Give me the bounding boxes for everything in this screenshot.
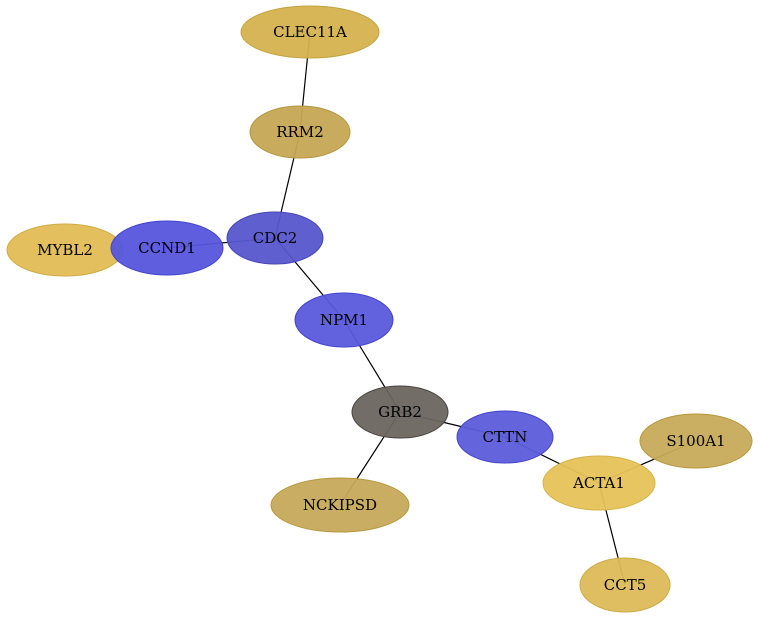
node-shape-cct5 — [579, 557, 671, 613]
node-label-npm1: NPM1 — [320, 311, 368, 329]
node-clec11a[interactable]: CLEC11A — [240, 5, 380, 59]
node-shape-npm1 — [294, 292, 394, 348]
node-label-ccnd1: CCND1 — [138, 239, 196, 257]
node-shape-nckipsd — [270, 477, 410, 533]
node-label-cttn: CTTN — [483, 428, 528, 446]
node-shape-clec11a — [240, 5, 380, 59]
node-label-cdc2: CDC2 — [253, 229, 298, 247]
node-s100a1[interactable]: S100A1 — [639, 413, 753, 469]
node-label-cct5: CCT5 — [604, 576, 647, 594]
node-label-mybl2: MYBL2 — [37, 241, 93, 259]
node-cdc2[interactable]: CDC2 — [226, 211, 324, 265]
node-mybl2[interactable]: MYBL2 — [6, 223, 124, 277]
node-label-acta1: ACTA1 — [572, 474, 625, 492]
node-label-rrm2: RRM2 — [276, 123, 324, 141]
node-label-grb2: GRB2 — [378, 403, 422, 421]
node-label-nckipsd: NCKIPSD — [303, 496, 377, 514]
node-cct5[interactable]: CCT5 — [579, 557, 671, 613]
node-npm1[interactable]: NPM1 — [294, 292, 394, 348]
node-shape-grb2 — [351, 385, 449, 439]
node-label-clec11a: CLEC11A — [273, 23, 347, 41]
node-shape-cdc2 — [226, 211, 324, 265]
node-shape-ccnd1 — [110, 220, 224, 276]
node-label-s100a1: S100A1 — [666, 432, 725, 450]
node-acta1[interactable]: ACTA1 — [542, 455, 656, 511]
node-shape-acta1 — [542, 455, 656, 511]
node-nckipsd[interactable]: NCKIPSD — [270, 477, 410, 533]
node-rrm2[interactable]: RRM2 — [249, 105, 351, 159]
node-grb2[interactable]: GRB2 — [351, 385, 449, 439]
node-ccnd1[interactable]: CCND1 — [110, 220, 224, 276]
node-shape-rrm2 — [249, 105, 351, 159]
node-shape-cttn — [456, 410, 554, 464]
node-shape-s100a1 — [639, 413, 753, 469]
node-cttn[interactable]: CTTN — [456, 410, 554, 464]
